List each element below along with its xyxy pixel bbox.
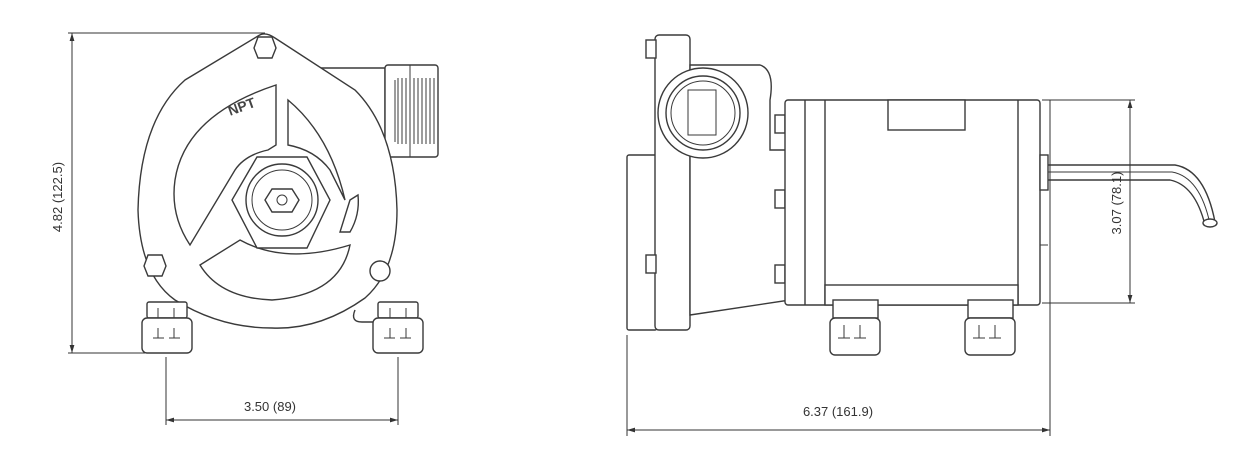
foot-right [352, 301, 424, 354]
front-plate [626, 154, 658, 331]
length-dimension-label: 6.37 (161.9) [803, 404, 873, 419]
hex-nut [231, 156, 331, 249]
front-view: NPT 4.82 (122.5) [50, 32, 439, 425]
foot-left-side [829, 299, 881, 356]
bolt-head-top [253, 36, 277, 59]
outlet-fitting [313, 64, 439, 158]
foot-spacing-label: 3.50 (89) [244, 399, 296, 414]
height-dimension: 4.82 (122.5) [50, 32, 265, 354]
inlet-port [657, 67, 749, 159]
motor-height-dimension: 3.07 (78.1) [1042, 99, 1135, 304]
side-view: 6.37 (161.9) 3.07 (78.1) [626, 34, 1218, 436]
bolt-head-right [369, 260, 391, 282]
bolt-head-left [143, 254, 167, 277]
foot-left [141, 301, 193, 354]
power-cable [1048, 164, 1218, 228]
foot-right-side [964, 299, 1016, 356]
foot-spacing-dimension: 3.50 (89) [165, 357, 399, 425]
height-dimension-label: 4.82 (122.5) [50, 162, 65, 232]
motor [784, 99, 1049, 306]
thread-lines [397, 78, 435, 144]
length-dimension: 6.37 (161.9) [626, 100, 1051, 436]
motor-height-label: 3.07 (78.1) [1109, 172, 1124, 235]
